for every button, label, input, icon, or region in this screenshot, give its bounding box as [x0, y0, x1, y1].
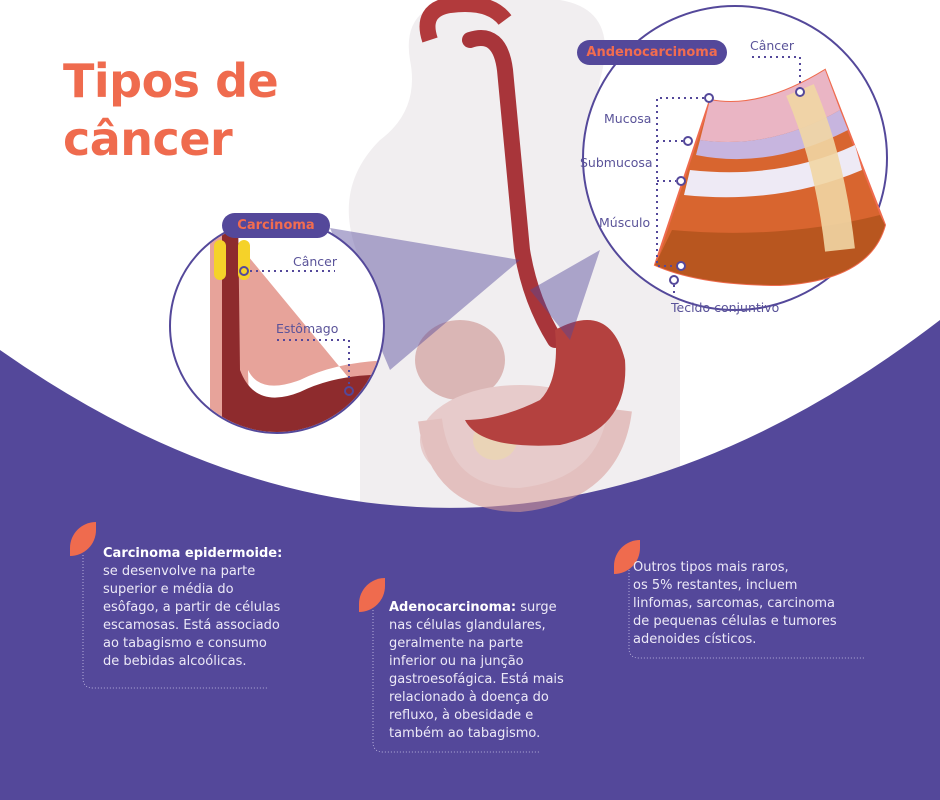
block-line: refluxo, à obesidade e — [389, 708, 534, 723]
block-line: Outros tipos mais raros, — [633, 560, 789, 575]
block-line: relacionado à doença do — [389, 690, 549, 705]
block-line: ao tabagismo e consumo — [103, 636, 267, 651]
submucosa-label: Submucosa — [580, 155, 653, 170]
purple-base — [0, 320, 940, 800]
block-line: de pequenas células e tumores — [633, 614, 837, 629]
mucosa-label: Mucosa — [604, 111, 652, 126]
esophagus — [419, 0, 626, 446]
block-heading: Carcinoma epidermoide: — [103, 546, 283, 561]
info-block-adenocarcinoma: Adenocarcinoma: surge nas células glandu… — [389, 599, 564, 743]
adeno-cancer-label: Câncer — [750, 38, 795, 53]
block-line: se desenvolve na parte — [103, 564, 256, 579]
block-line: gastroesofágica. Está mais — [389, 672, 564, 687]
page-title: Tipos de câncer — [63, 52, 279, 168]
block-line: adenoides císticos. — [633, 632, 757, 647]
info-block-other-types: Outros tipos mais raros, os 5% restantes… — [633, 559, 837, 649]
title-line-2: câncer — [63, 112, 233, 166]
block-line: esôfago, a partir de células — [103, 600, 281, 615]
carcinoma-magnifier — [169, 218, 385, 434]
block-line: escamosas. Está associado — [103, 618, 280, 633]
carcinoma-badge: Carcinoma — [222, 213, 330, 238]
carcinoma-cancer-label: Câncer — [293, 254, 338, 269]
adeno-projection — [530, 250, 600, 340]
adenocarcinoma-badge: Andenocarcinoma — [577, 40, 727, 65]
block-line: inferior ou na junção — [389, 654, 524, 669]
info-block-carcinoma: Carcinoma epidermoide: se desenvolve na … — [103, 545, 282, 671]
connective-tissue-label: Tecido conjuntivo — [671, 300, 780, 315]
block-line: também ao tabagismo. — [389, 726, 541, 741]
stomach-label: Estômago — [276, 321, 339, 336]
block-line: de bebidas alcoólicas. — [103, 654, 247, 669]
block-line: nas células glandulares, — [389, 618, 546, 633]
muscle-label: Músculo — [599, 215, 651, 230]
block-line: linfomas, sarcomas, carcinoma — [633, 596, 835, 611]
block-line: os 5% restantes, incluem — [633, 578, 798, 593]
block-line: surge — [516, 600, 557, 615]
block-heading: Adenocarcinoma: — [389, 600, 517, 615]
title-line-1: Tipos de — [63, 54, 279, 108]
block-frames — [82, 555, 865, 753]
block-line: geralmente na parte — [389, 636, 524, 651]
block-line: superior e média do — [103, 582, 234, 597]
adeno-magnifier — [582, 5, 888, 311]
